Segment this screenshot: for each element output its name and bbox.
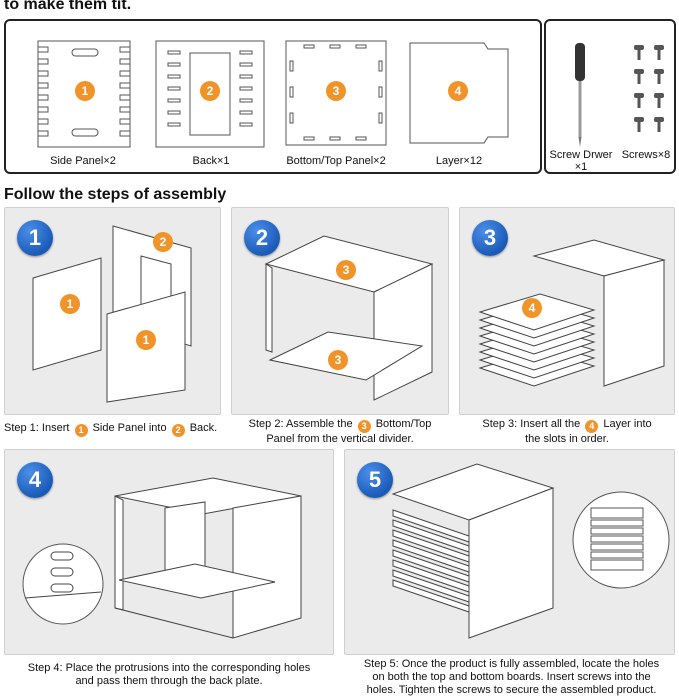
part-label-layer: Layer×12 bbox=[435, 155, 483, 167]
step-1-diagram bbox=[32, 225, 192, 403]
step-3-part-4: 4 bbox=[522, 298, 542, 318]
step-4-panel: 4 bbox=[4, 449, 334, 655]
step-5-panel: 5 bbox=[344, 449, 675, 655]
top-heading: to make them tit. bbox=[4, 0, 132, 13]
part-number-2: 2 bbox=[200, 81, 220, 101]
step-3-caption: Step 3: Insert all the 4 Layer into the … bbox=[482, 418, 652, 445]
screwdriver-qty: ×1 bbox=[574, 161, 588, 173]
part-number-4: 4 bbox=[448, 81, 468, 101]
step-1-part-2: 2 bbox=[153, 232, 173, 252]
step-2-panel: 2 3 3 bbox=[231, 207, 449, 415]
step-4-badge: 4 bbox=[17, 462, 53, 498]
steps-heading: Follow the steps of assembly bbox=[4, 186, 227, 203]
step-4-caption: Step 4: Place the protrusions into the c… bbox=[27, 662, 311, 687]
step-2-part-3a: 3 bbox=[336, 260, 356, 280]
step-2-part-3b: 3 bbox=[328, 350, 348, 370]
part-number-3: 3 bbox=[326, 81, 346, 101]
step-5-zoom-detail bbox=[572, 491, 670, 589]
part-label-back: Back×1 bbox=[192, 155, 230, 167]
side-panel-drawing bbox=[37, 40, 131, 148]
step-3-badge: 3 bbox=[472, 220, 508, 256]
step-2-badge: 2 bbox=[244, 220, 280, 256]
step-1-caption: Step 1: Insert 1 Side Panel into 2 Back. bbox=[4, 422, 218, 437]
step-5-badge: 5 bbox=[357, 462, 393, 498]
step-3-diagram bbox=[478, 239, 666, 387]
step-4-diagram bbox=[114, 477, 302, 639]
part-number-1: 1 bbox=[75, 81, 95, 101]
part-label-side-panel: Side Panel×2 bbox=[50, 155, 116, 167]
part-label-top-panel: Bottom/Top Panel×2 bbox=[286, 155, 386, 167]
screws-icon bbox=[634, 45, 664, 132]
step-4-zoom-detail bbox=[22, 543, 104, 625]
step-1-panel: 1 1 2 1 bbox=[4, 207, 221, 415]
step-2-diagram bbox=[264, 235, 434, 401]
top-panel-drawing bbox=[285, 40, 387, 146]
parts-box: 1 Side Panel×2 2 Back×1 3 Bottom/Top Pan… bbox=[4, 19, 542, 174]
step-5-caption: Step 5: Once the product is fully assemb… bbox=[363, 658, 660, 696]
screws-label: Screws×8 bbox=[621, 149, 671, 161]
screwdriver-icon bbox=[575, 43, 585, 147]
step-3-panel: 3 4 bbox=[459, 207, 675, 415]
step-1-part-1a: 1 bbox=[60, 294, 80, 314]
tools-box: Screw Drwer ×1 Screws×8 bbox=[544, 19, 676, 174]
step-1-part-1b: 1 bbox=[136, 330, 156, 350]
step-1-badge: 1 bbox=[17, 220, 53, 256]
step-2-caption: Step 2: Assemble the 3 Bottom/Top Panel … bbox=[248, 418, 432, 445]
step-5-diagram bbox=[391, 463, 555, 639]
screwdriver-label: Screw Drwer bbox=[549, 149, 613, 161]
